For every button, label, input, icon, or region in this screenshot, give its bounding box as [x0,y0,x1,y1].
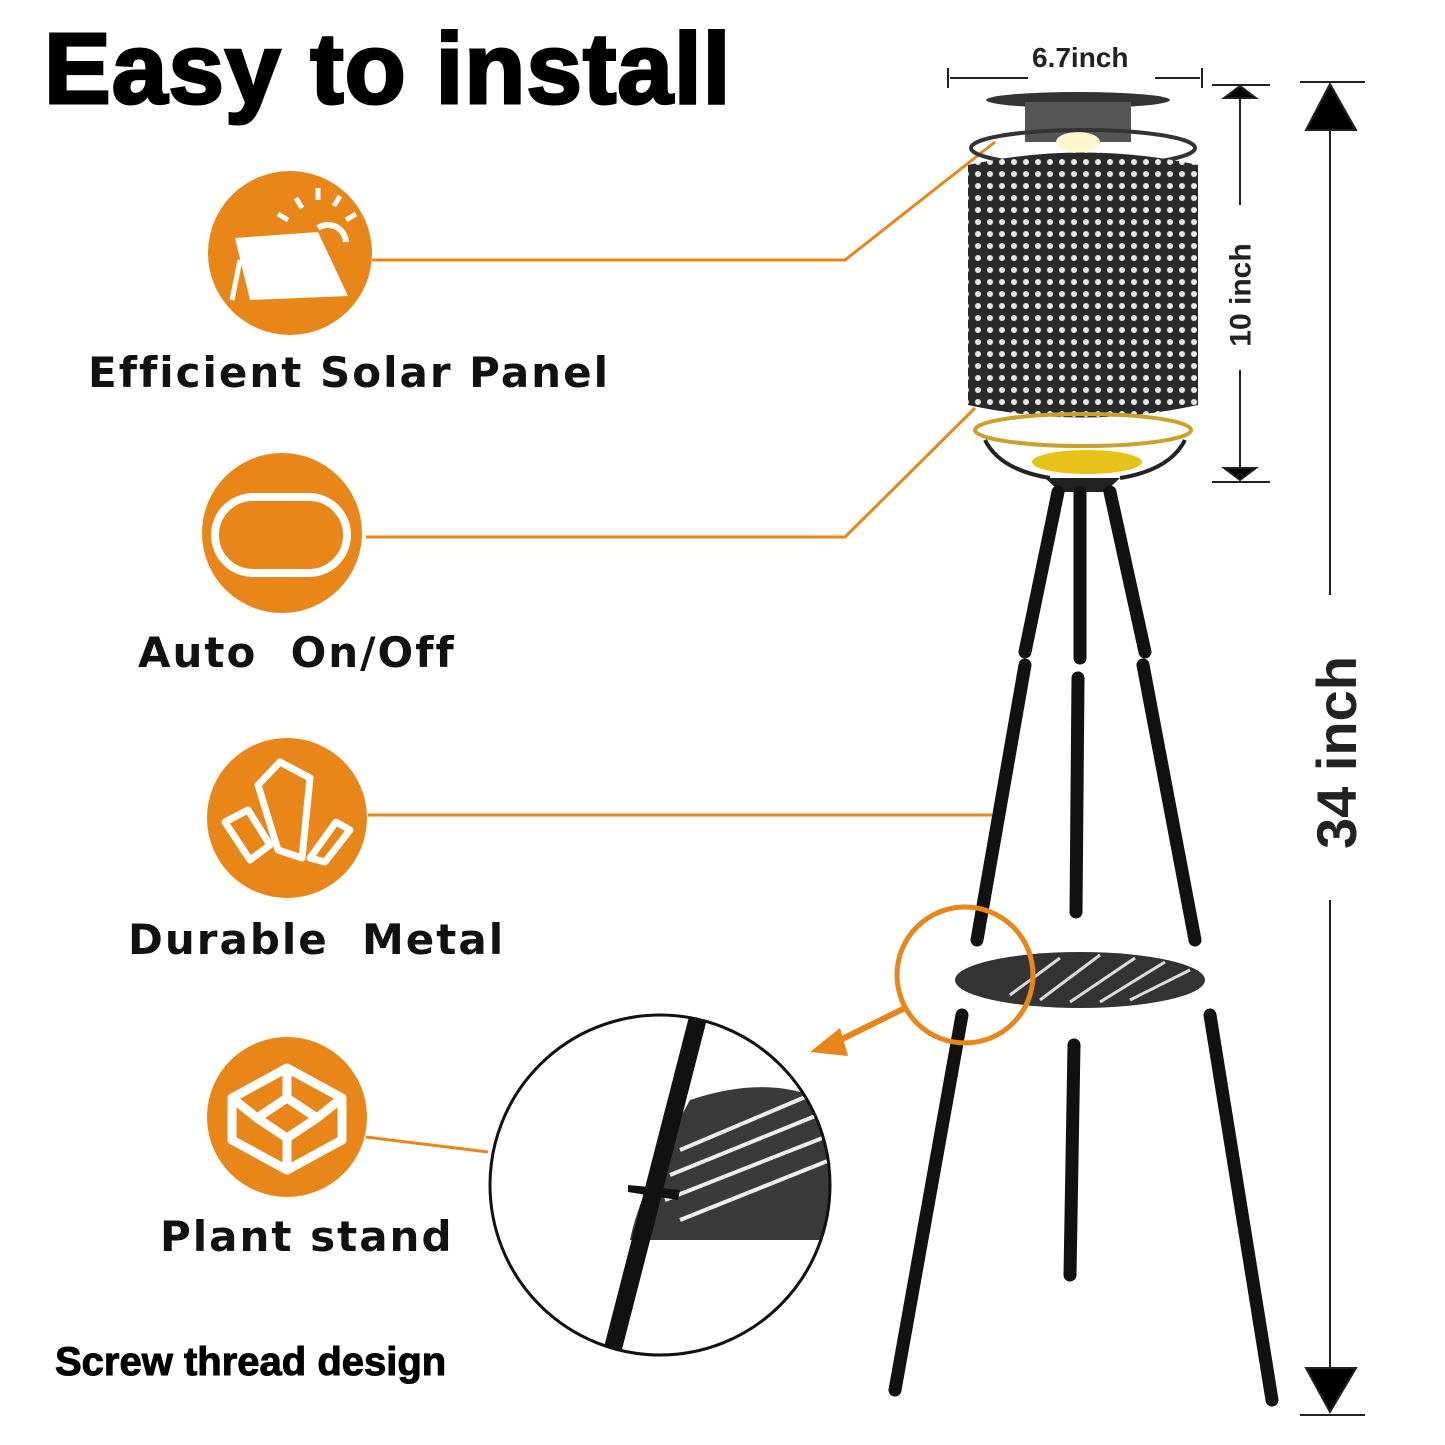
connector-switch [366,406,977,539]
arrow-icon [810,1028,848,1056]
connector-solar [372,140,996,262]
detail-highlight-circle [894,904,1036,1046]
feature-label-metal: Durable Metal [128,915,506,964]
dimension-markers [947,68,1365,1416]
width-dimension: 6.7inch [1032,42,1129,73]
toggle-switch-icon [202,453,362,613]
tripod-legs [888,485,1279,1407]
box-frame-icon [207,1037,367,1197]
crystal-metal-icon [207,738,367,898]
page-title: Easy to install [42,12,732,127]
detail-zoom-view [490,1015,830,1355]
lamp-height-dimension: 10 inch [1224,243,1258,347]
feature-label-auto: Auto On/Off [138,628,456,677]
connector-stand [365,1135,489,1154]
caption: Screw thread design [54,1340,447,1385]
solar-lamp [968,92,1198,492]
connector-lines [365,140,996,1154]
feature-label-stand: Plant stand [160,1212,454,1261]
plant-tray [955,952,1205,1008]
feature-label-solar: Efficient Solar Panel [88,348,610,397]
solar-panel-icon [208,171,372,335]
total-height-dimension: 34 inch [1304,656,1368,849]
